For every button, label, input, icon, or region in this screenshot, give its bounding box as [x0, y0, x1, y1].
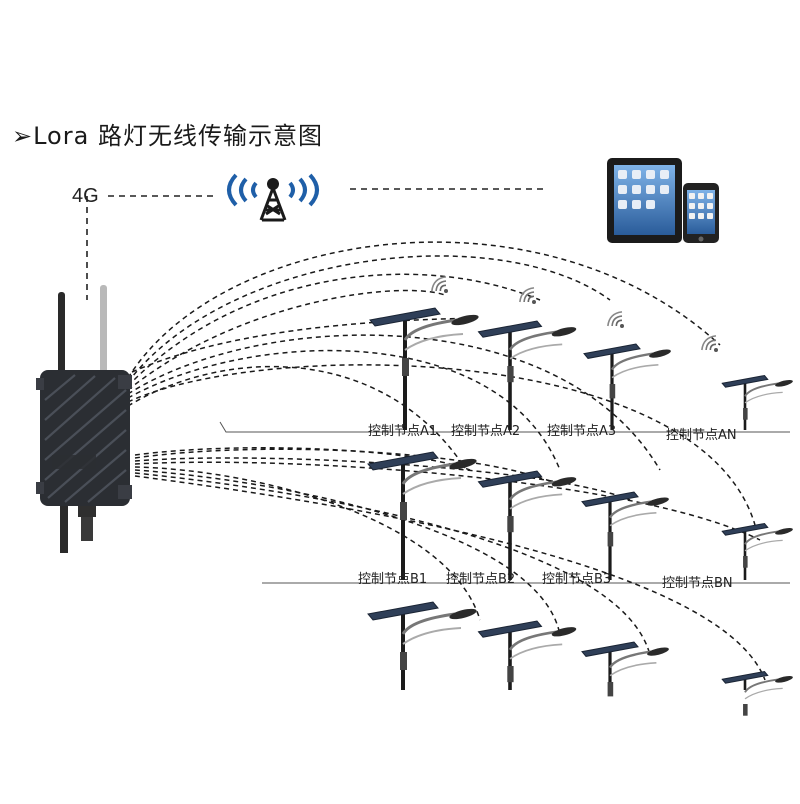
uplink-lines — [86, 188, 545, 300]
ground-lines — [219, 421, 790, 584]
smartphone-icon — [683, 183, 719, 243]
node-label-an: 控制节点AN — [666, 428, 737, 443]
street-lamps — [367, 307, 793, 716]
wireless-link — [134, 475, 766, 681]
wireless-link — [127, 349, 561, 471]
node-label-b1: 控制节点B1 — [358, 572, 428, 587]
street-lamp-c2 — [477, 620, 577, 690]
node-label-a2: 控制节点A2 — [451, 424, 521, 439]
wireless-link — [127, 273, 541, 387]
node-label-b2: 控制节点B2 — [446, 572, 516, 587]
gateway-device-icon — [36, 285, 132, 553]
wireless-link — [134, 466, 481, 621]
wireless-link — [127, 365, 466, 469]
wireless-link — [134, 469, 561, 636]
wifi-signal-icon — [701, 335, 718, 352]
wifi-signal-icon — [607, 311, 624, 328]
wireless-link — [127, 289, 446, 391]
street-lamp-bn — [721, 522, 793, 580]
node-label-bn: 控制节点BN — [662, 576, 733, 591]
cell-tower-icon — [227, 173, 319, 222]
uplink-label: 4G — [72, 185, 99, 207]
street-lamp-an — [721, 374, 793, 430]
wifi-signal-icon — [431, 276, 448, 293]
street-lamp-a3 — [583, 343, 671, 430]
street-lamp-a1 — [369, 307, 479, 430]
wireless-link — [134, 457, 631, 501]
street-lamp-a2 — [477, 320, 577, 430]
wireless-link — [127, 255, 611, 383]
node-label-a3: 控制节点A3 — [547, 424, 617, 439]
street-lamp-b3 — [581, 491, 669, 580]
street-lamp-b2 — [477, 470, 577, 580]
street-lamp-c1 — [367, 601, 477, 690]
street-lamp-c3 — [581, 641, 669, 697]
wireless-links — [127, 241, 766, 681]
wifi-signal-icon — [519, 287, 536, 304]
node-label-b3: 控制节点B3 — [542, 572, 612, 587]
wireless-link — [127, 364, 756, 526]
tablet-icon — [607, 158, 682, 243]
wireless-link — [134, 448, 561, 486]
wireless-link — [131, 317, 471, 373]
page-title: ➢Lora 路灯无线传输示意图 — [12, 122, 323, 150]
street-lamp-b1 — [367, 451, 477, 580]
street-lamp-cn — [721, 670, 793, 716]
wifi-signals — [431, 276, 718, 352]
node-label-a1: 控制节点A1 — [368, 424, 438, 439]
